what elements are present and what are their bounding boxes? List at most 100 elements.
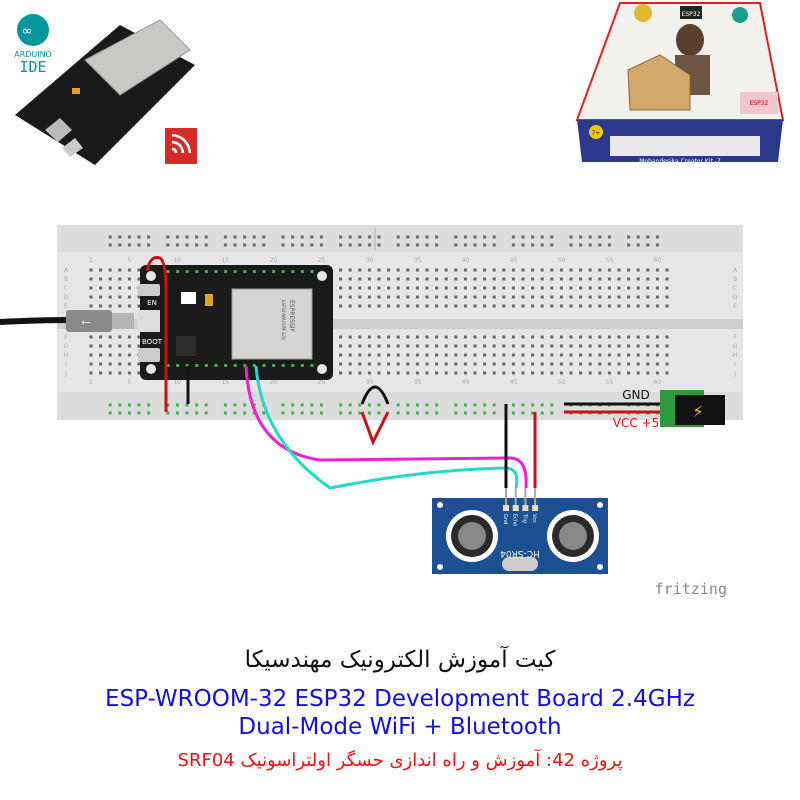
rail-hole (511, 235, 515, 239)
svg-text:7+: 7+ (592, 130, 601, 137)
rail-hole (175, 243, 179, 247)
breadboard-hole (396, 286, 400, 290)
breadboard-hole (607, 286, 611, 290)
usb-cable: ⭠ (0, 310, 134, 332)
rail-hole (367, 243, 371, 247)
breadboard-hole (463, 371, 467, 375)
rail-hole (425, 235, 429, 239)
rail-hole (473, 403, 477, 407)
rail-hole (291, 243, 295, 247)
breadboard-hole (473, 353, 477, 357)
breadboard-hole (348, 335, 352, 339)
rail-hole (483, 403, 487, 407)
breadboard-hole (588, 277, 592, 281)
esp-pin (204, 270, 208, 273)
svg-text:ARDUINO: ARDUINO (14, 50, 52, 59)
breadboard-hole (463, 286, 467, 290)
esp-pin (224, 270, 228, 273)
breadboard-hole (444, 335, 448, 339)
breadboard-hole (540, 277, 544, 281)
breadboard-hole (646, 353, 650, 357)
breadboard-hole (454, 286, 458, 290)
breadboard-hole (454, 344, 458, 348)
breadboard-hole (435, 344, 439, 348)
esp-pin (243, 364, 247, 367)
row-label: A (733, 267, 738, 274)
breadboard-hole (511, 362, 515, 366)
breadboard-hole (665, 286, 669, 290)
en-button[interactable] (138, 284, 160, 296)
breadboard-hole (108, 286, 112, 290)
breadboard-hole (435, 371, 439, 375)
esp-pin (166, 270, 170, 273)
breadboard-hole (617, 304, 621, 308)
column-label: 50 (558, 257, 566, 264)
breadboard-hole (444, 295, 448, 299)
breadboard-hole (377, 362, 381, 366)
breadboard-hole (387, 344, 391, 348)
breadboard-hole (463, 353, 467, 357)
breadboard-hole (521, 277, 525, 281)
breadboard-hole (137, 295, 141, 299)
rail-hole (118, 411, 122, 415)
rail-hole (367, 411, 371, 415)
rail-hole (137, 411, 141, 415)
breadboard-hole (473, 304, 477, 308)
boot-button[interactable] (138, 348, 160, 362)
breadboard-hole (607, 362, 611, 366)
breadboard-hole (463, 277, 467, 281)
column-label: 1 (89, 379, 93, 386)
rail-hole (300, 243, 304, 247)
rail-hole (127, 403, 131, 407)
rail-hole (521, 403, 525, 407)
breadboard-hole (108, 362, 112, 366)
breadboard-hole (559, 344, 563, 348)
breadboard-hole (339, 335, 343, 339)
breadboard-hole (415, 362, 419, 366)
breadboard-hole (137, 344, 141, 348)
rail-hole (204, 235, 208, 239)
row-label: D (733, 294, 738, 301)
breadboard-hole (108, 295, 112, 299)
rail-hole (473, 243, 477, 247)
rail-hole (492, 243, 496, 247)
breadboard-hole (617, 335, 621, 339)
breadboard-hole (636, 344, 640, 348)
breadboard-hole (502, 268, 506, 272)
breadboard-hole (579, 277, 583, 281)
rail-hole (233, 243, 237, 247)
esp-pin (214, 364, 218, 367)
breadboard-hole (550, 304, 554, 308)
esp-pin (233, 270, 237, 273)
breadboard-hole (358, 268, 362, 272)
breadboard-hole (627, 286, 631, 290)
breadboard-hole (569, 344, 573, 348)
row-label: G (64, 343, 69, 350)
breadboard-hole (627, 362, 631, 366)
breadboard-hole (502, 286, 506, 290)
breadboard-hole (588, 371, 592, 375)
breadboard-hole (99, 335, 103, 339)
rail-hole (108, 235, 112, 239)
row-label: A (64, 267, 69, 274)
breadboard-hole (339, 304, 343, 308)
breadboard-hole (598, 362, 602, 366)
rail-hole (425, 243, 429, 247)
breadboard-hole (406, 371, 410, 375)
breadboard-hole (377, 286, 381, 290)
breadboard-hole (387, 335, 391, 339)
wires (145, 256, 663, 490)
rail-hole (127, 235, 131, 239)
breadboard-hole (89, 353, 93, 357)
breadboard-hole (127, 268, 131, 272)
rail-hole (396, 411, 400, 415)
rail-hole (108, 243, 112, 247)
breadboard-hole (396, 304, 400, 308)
rail-hole (588, 235, 592, 239)
breadboard-hole (607, 371, 611, 375)
breadboard-hole (89, 362, 93, 366)
rail-hole (339, 235, 343, 239)
esp-pin (185, 364, 189, 367)
breadboard-hole (89, 268, 93, 272)
esp-pin (300, 270, 304, 273)
